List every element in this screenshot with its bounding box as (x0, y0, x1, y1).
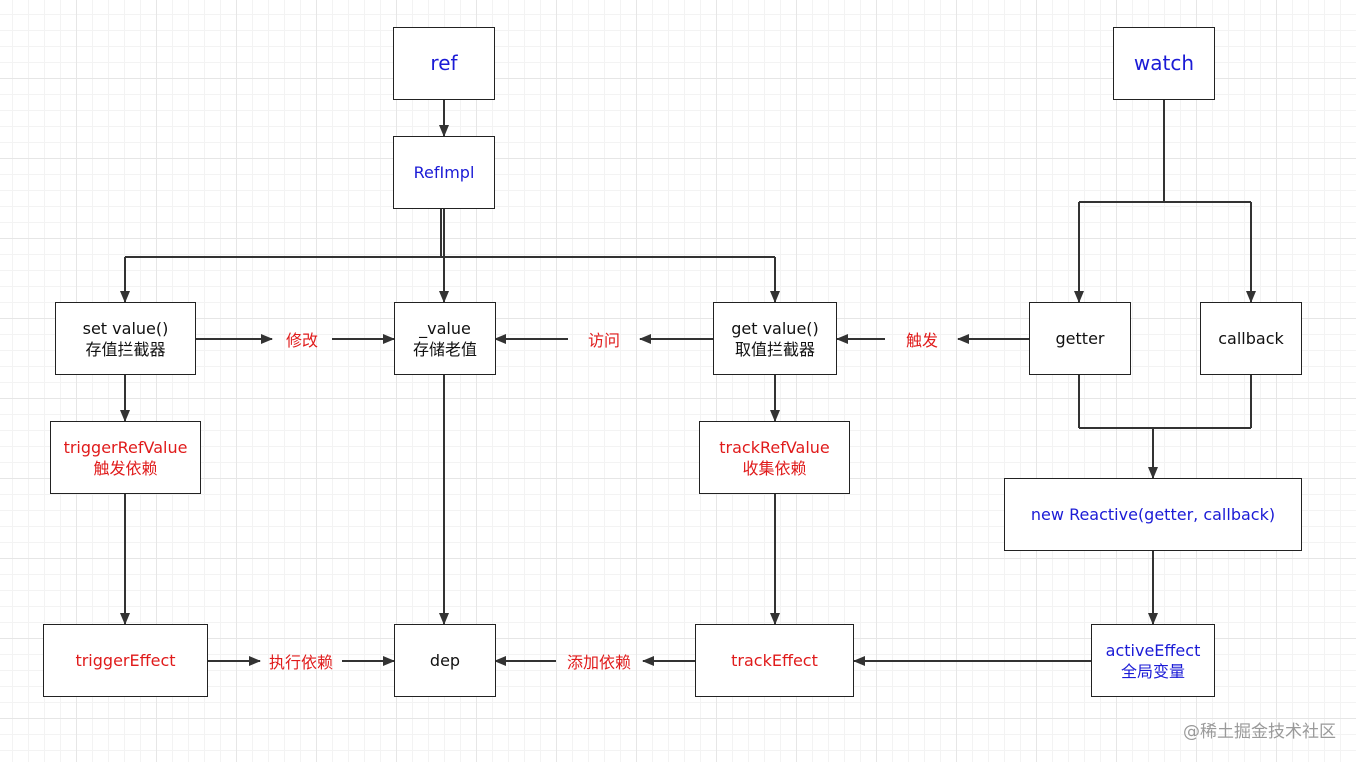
node-set-value: set value() 存值拦截器 (55, 302, 196, 375)
node-track-ref-value: trackRefValue 收集依赖 (699, 421, 850, 494)
node-watch-label: watch (1133, 51, 1195, 75)
node-active-effect: activeEffect 全局变量 (1091, 624, 1215, 697)
node-new-reactive-label: new Reactive(getter, callback) (1030, 505, 1276, 524)
node-dep-label: dep (429, 651, 461, 670)
node-trigger-ref-value: triggerRefValue 触发依赖 (50, 421, 201, 494)
node-get-value: get value() 取值拦截器 (713, 302, 837, 375)
node-ref: ref (393, 27, 495, 100)
node-getter-label: getter (1055, 329, 1105, 348)
node-get-value-line1: get value() (731, 318, 819, 338)
node-trigger-ref-value-line2: 触发依赖 (93, 458, 158, 478)
node-track-ref-value-line2: 收集依赖 (742, 458, 807, 478)
node-getter: getter (1029, 302, 1131, 375)
node-set-value-line2: 存值拦截器 (85, 339, 166, 359)
node-refimpl-label: RefImpl (413, 163, 475, 182)
node-value-line1: _value (419, 318, 471, 338)
node-ref-label: ref (430, 51, 458, 75)
edge-label-modify: 修改 (285, 331, 319, 350)
edge-label-access: 访问 (587, 331, 621, 350)
node-get-value-line2: 取值拦截器 (734, 339, 815, 359)
node-new-reactive: new Reactive(getter, callback) (1004, 478, 1302, 551)
watermark: @稀土掘金技术社区 (1183, 722, 1336, 742)
node-trigger-effect-label: triggerEffect (75, 651, 176, 670)
node-track-effect: trackEffect (695, 624, 854, 697)
node-active-effect-line1: activeEffect (1105, 640, 1201, 660)
node-active-effect-line2: 全局变量 (1120, 661, 1185, 681)
node-dep: dep (394, 624, 496, 697)
node-track-ref-value-line1: trackRefValue (719, 437, 830, 457)
node-value: _value 存储老值 (394, 302, 496, 375)
node-track-effect-label: trackEffect (731, 651, 818, 670)
node-trigger-effect: triggerEffect (43, 624, 208, 697)
node-callback: callback (1200, 302, 1302, 375)
edge-label-execute-deps: 执行依赖 (268, 653, 334, 672)
node-refimpl: RefImpl (393, 136, 495, 209)
node-set-value-line1: set value() (82, 318, 169, 338)
edge-label-add-deps: 添加依赖 (566, 653, 632, 672)
node-value-line2: 存储老值 (412, 339, 477, 359)
node-watch: watch (1113, 27, 1215, 100)
edge-label-trigger: 触发 (905, 331, 939, 350)
node-trigger-ref-value-line1: triggerRefValue (63, 437, 188, 457)
node-callback-label: callback (1218, 329, 1284, 348)
